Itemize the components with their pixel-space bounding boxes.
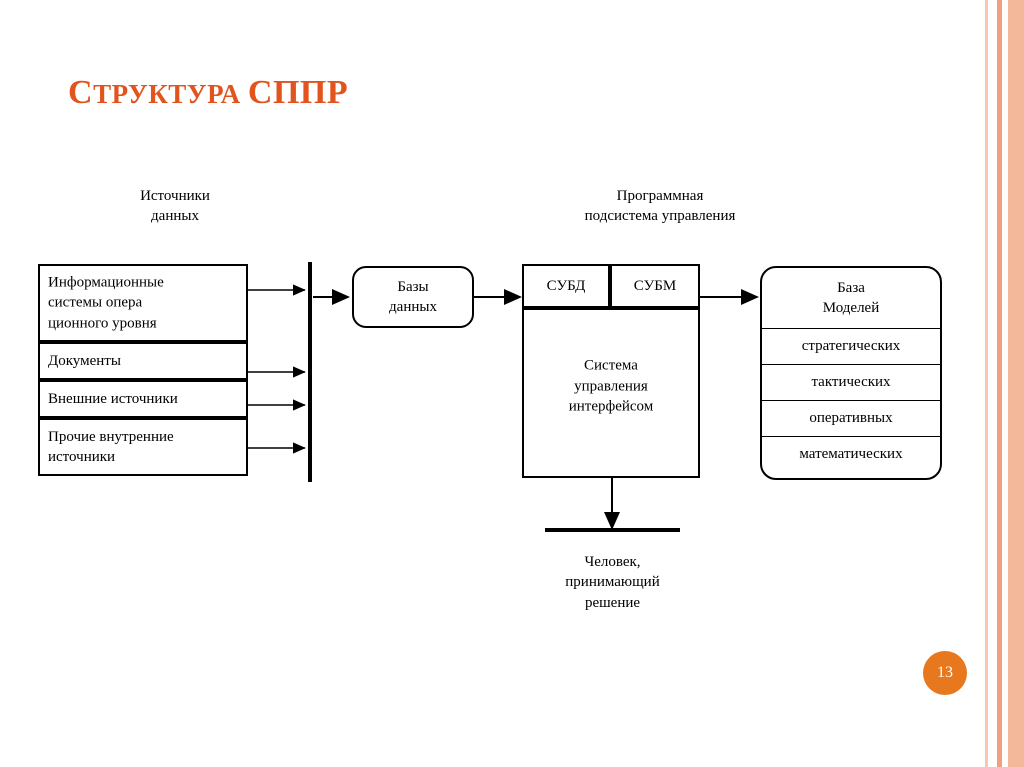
source-box-documents[interactable]: Документы <box>38 342 248 380</box>
model-base-row-strategic: стратегических <box>801 338 901 354</box>
decorative-stripe-outer <box>1008 0 1024 767</box>
database-box-label: Базы данных <box>389 278 437 315</box>
mbms-box-label: СУБМ <box>633 277 677 294</box>
decorative-stripe-gap-1 <box>1002 0 1008 767</box>
model-base-header: База Моделей <box>822 280 880 317</box>
page-title-rest: ТРУКТУРА <box>93 79 248 109</box>
interface-management-label: Система управления интерфейсом <box>568 357 654 415</box>
interface-management-box[interactable]: Система управления интерфейсом <box>522 308 700 478</box>
page-number-badge: 13 <box>923 651 967 695</box>
model-base-row-tactical: тактических <box>811 374 891 390</box>
source-box-external-sources[interactable]: Внешние источники <box>38 380 248 418</box>
model-base-divider-3 <box>760 400 942 401</box>
model-base-row-operational: оперативных <box>809 410 893 426</box>
page-title-initial: С <box>68 74 94 111</box>
caption-software-subsystem: Программная подсистема управления <box>584 188 736 225</box>
source-box-documents-label: Документы <box>48 352 121 369</box>
dbms-box-label: СУБД <box>546 277 586 294</box>
source-box-external-sources-label: Внешние источники <box>48 390 178 407</box>
decorative-stripe-inner <box>985 0 988 767</box>
decorative-stripe-middle <box>997 0 1002 767</box>
source-box-other-internal-sources[interactable]: Прочие внутренние источники <box>38 418 248 476</box>
source-box-information-systems-label: Информационные системы опера ционного ур… <box>48 274 164 332</box>
model-base-divider-2 <box>760 364 942 365</box>
mbms-box[interactable]: СУБМ <box>610 264 700 308</box>
model-base-container[interactable] <box>760 266 942 480</box>
source-box-information-systems[interactable]: Информационные системы опера ционного ур… <box>38 264 248 342</box>
page-title-abbr: СППР <box>247 74 349 111</box>
dbms-box[interactable]: СУБД <box>522 264 610 308</box>
database-box[interactable]: Базы данных <box>352 266 474 328</box>
model-base-row-mathematical: математических <box>799 446 903 462</box>
model-base-divider-4 <box>760 436 942 437</box>
decorative-stripe-gap-2 <box>988 0 997 767</box>
model-base-divider-1 <box>760 328 942 329</box>
source-box-other-internal-sources-label: Прочие внутренние источники <box>48 428 174 465</box>
page-title: СТРУКТУРА СППР <box>68 74 348 112</box>
caption-data-sources: Источники данных <box>140 188 210 225</box>
caption-decision-maker: Человек, принимающий решение <box>565 554 660 611</box>
